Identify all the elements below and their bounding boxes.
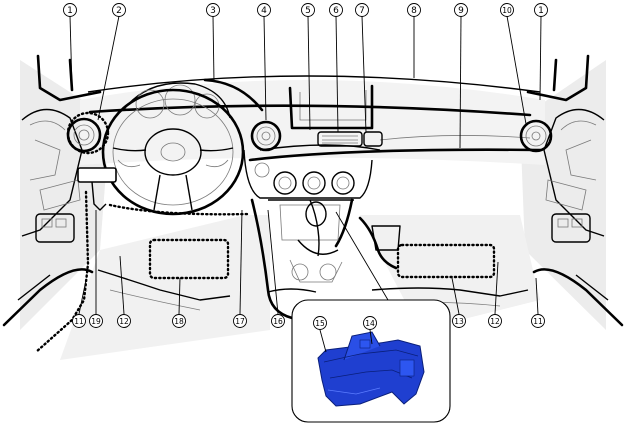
callout-1-top-left: 1 (63, 3, 77, 17)
svg-text:12: 12 (119, 317, 129, 326)
steering-wheel (101, 82, 245, 216)
callout-1-top-right: 1 (534, 3, 548, 17)
svg-text:17: 17 (235, 317, 245, 326)
lower-panel-bracket (77, 167, 117, 183)
callout-8: 8 (407, 3, 421, 17)
callout-9: 9 (454, 3, 468, 17)
right-door (526, 54, 624, 327)
callout-12-left: 12 (117, 314, 131, 328)
callout-15: 15 (313, 316, 327, 330)
svg-text:19: 19 (91, 317, 101, 326)
callout-12-right: 12 (488, 314, 502, 328)
callout-18: 18 (172, 314, 186, 328)
callout-5: 5 (301, 3, 315, 17)
svg-text:4: 4 (261, 6, 267, 16)
svg-text:3: 3 (210, 6, 216, 16)
left-center-vent (250, 120, 282, 152)
svg-text:11: 11 (533, 317, 543, 326)
svg-text:2: 2 (116, 6, 122, 16)
part-inset (291, 211, 451, 423)
svg-text:9: 9 (458, 6, 464, 16)
callout-4: 4 (257, 3, 271, 17)
left-seat (97, 269, 231, 311)
svg-text:13: 13 (454, 317, 464, 326)
callout-13: 13 (452, 314, 466, 328)
callout-19: 19 (89, 314, 103, 328)
callout-11-left: 11 (72, 314, 86, 328)
callout-7: 7 (355, 3, 369, 17)
svg-text:1: 1 (67, 6, 73, 16)
callout-leaders (69, 15, 542, 353)
svg-text:1: 1 (538, 6, 544, 16)
hidden-part-outlines (34, 111, 496, 354)
callout-3: 3 (206, 3, 220, 17)
lower-panel-bracket-leg (91, 181, 107, 211)
dashboard (87, 75, 542, 199)
svg-text:11: 11 (74, 317, 84, 326)
callout-14: 14 (363, 316, 377, 330)
callout-11-right: 11 (531, 314, 545, 328)
svg-text:6: 6 (333, 6, 339, 16)
svg-text:12: 12 (490, 317, 500, 326)
svg-text:14: 14 (365, 319, 375, 328)
callout-10: 10 (500, 3, 514, 17)
highlighted-console-part (317, 331, 425, 407)
callout-2: 2 (112, 3, 126, 17)
right-side-vent (519, 119, 553, 153)
callout-17: 17 (233, 314, 247, 328)
svg-text:8: 8 (411, 6, 417, 16)
callout-6: 6 (329, 3, 343, 17)
svg-text:10: 10 (502, 6, 512, 15)
callout-16: 16 (271, 314, 285, 328)
svg-text:7: 7 (359, 6, 365, 16)
svg-text:5: 5 (305, 6, 311, 16)
svg-text:15: 15 (315, 319, 325, 328)
svg-text:18: 18 (174, 317, 184, 326)
svg-text:16: 16 (273, 317, 283, 326)
left-side-vent (66, 117, 102, 153)
inset-leader-line (335, 211, 389, 301)
